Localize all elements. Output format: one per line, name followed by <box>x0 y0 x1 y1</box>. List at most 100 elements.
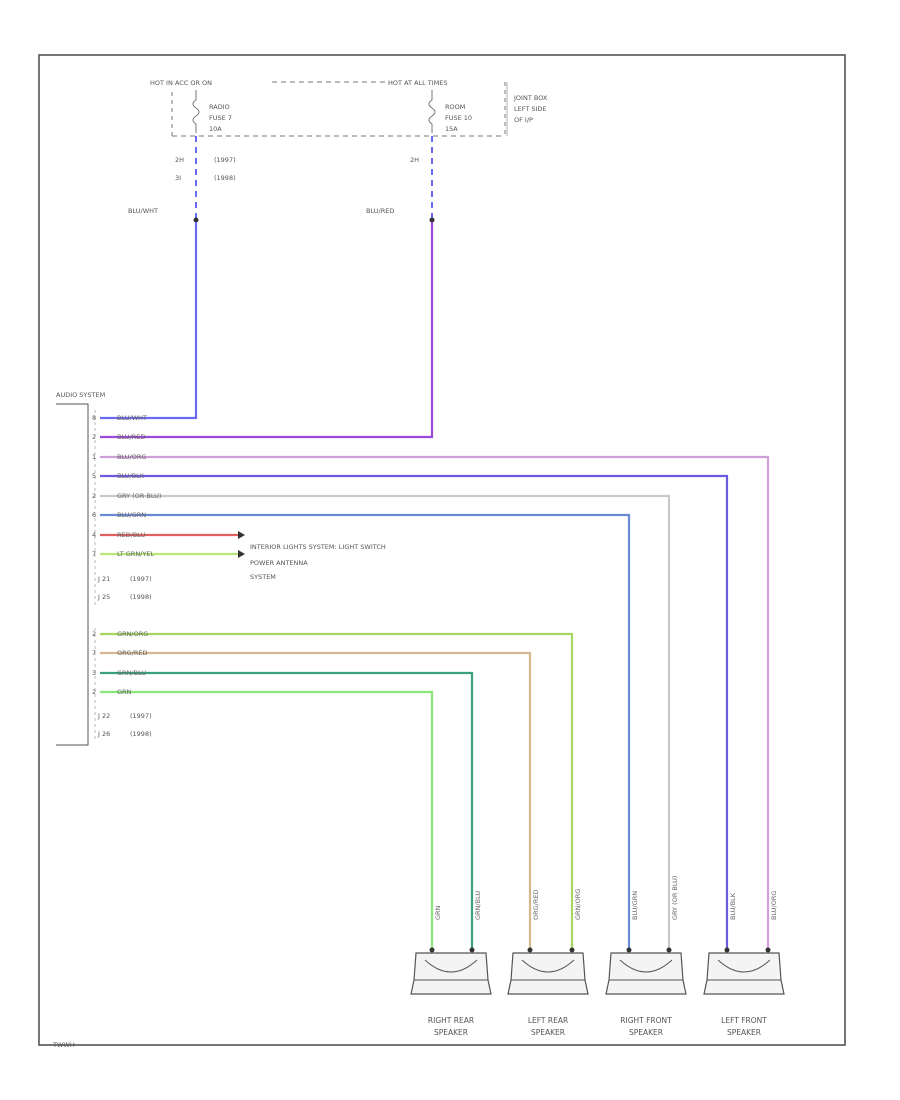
speaker-name-line-1: LEFT REAR <box>528 1016 568 1025</box>
top-pin-2-wire-label: BLU/ORG <box>117 453 146 461</box>
top-pin-6-pin-number: 4 <box>92 531 96 539</box>
bottom-pin-2-wire-label: GRN/BLU <box>117 669 146 677</box>
speaker-name-line-2: SPEAKER <box>434 1028 468 1037</box>
left-pin-2: 3I <box>175 174 181 182</box>
speaker-body <box>410 952 492 995</box>
audio-system: AUDIO SYSTEM J 21 J 25 (1997) (1998) J 2… <box>56 391 386 746</box>
connector-top-year-1: (1997) <box>130 575 152 583</box>
connector-bottom-year-2: (1998) <box>130 730 152 738</box>
diagram-frame <box>38 54 846 1046</box>
footer-code: TWWH <box>52 1041 75 1049</box>
speaker-terminal-b <box>569 947 575 953</box>
junction-box-label-1: JOINT BOX <box>513 94 548 102</box>
left-splice-dot <box>193 217 199 223</box>
top-pin-5-wire-label: BLU/GRN <box>117 511 146 519</box>
radio-fuse-label-2: FUSE 7 <box>209 114 232 122</box>
right-splice-dot <box>429 217 435 223</box>
connector-bottom-id-2: J 26 <box>97 730 110 738</box>
speaker-1: ORG/RED GRN/ORG LEFT REAR SPEAKER <box>507 889 589 1037</box>
speaker-cone <box>521 959 575 973</box>
left-pin-year-1: (1997) <box>214 156 236 164</box>
bottom-pin-1-pin-number: 7 <box>92 649 96 657</box>
room-fuse-symbol <box>428 90 436 133</box>
destination-label-3: SYSTEM <box>250 573 276 581</box>
wire-runs <box>100 222 770 950</box>
junction-box-label-3: OF I/P <box>514 116 533 124</box>
speaker-wire-label-b: GRN/ORG <box>574 889 582 920</box>
speaker-cone <box>424 959 478 973</box>
audio-system-title: AUDIO SYSTEM <box>56 391 105 399</box>
speaker-terminal-a <box>527 947 533 953</box>
bottom-pin-2-pin-number: 3 <box>92 669 96 677</box>
top-pin-4-wire-label: GRY (OR BLU) <box>117 492 161 500</box>
speaker-2: BLU/GRN GRY (OR BLU) RIGHT FRONT SPEAKER <box>605 876 687 1037</box>
top-pin-3-wire-label: BLU/BLK <box>117 472 145 480</box>
audio-unit-outline <box>56 403 89 746</box>
left-power-header: HOT IN ACC OR ON <box>150 79 212 87</box>
bottom-pin-3-pin-number: 2 <box>92 688 96 696</box>
connector-top-year-2: (1998) <box>130 593 152 601</box>
speaker-wire-label-b: GRY (OR BLU) <box>671 876 679 920</box>
top-pin-4-wire <box>100 494 671 950</box>
top-pin-7-pin-number: 7 <box>92 550 96 558</box>
top-pin-5-wire <box>100 513 631 950</box>
bottom-pin-2-wire <box>100 671 474 950</box>
speaker-terminal-a <box>724 947 730 953</box>
bottom-pin-1-wire <box>100 651 532 950</box>
speaker-wire-label-a: GRN <box>434 905 442 920</box>
speaker-terminal-a <box>429 947 435 953</box>
speaker-terminal-a <box>626 947 632 953</box>
right-pin: 2H <box>410 156 419 164</box>
top-pin-1-pin-number: 2 <box>92 433 96 441</box>
connector-bottom-year-1: (1997) <box>130 712 152 720</box>
speaker-terminal-b <box>765 947 771 953</box>
room-fuse-label-1: ROOM <box>445 103 465 111</box>
top-pin-2-pin-number: 1 <box>92 453 96 461</box>
speaker-name-line-1: RIGHT FRONT <box>620 1016 672 1025</box>
room-fuse-label-3: 15A <box>445 125 458 133</box>
speaker-wire-label-a: ORG/RED <box>532 890 540 921</box>
top-pin-2-wire <box>100 455 770 950</box>
top-pin-6-arrow <box>238 531 245 539</box>
destination-label-1: INTERIOR LIGHTS SYSTEM: LIGHT SWITCH <box>250 543 386 551</box>
speaker-body <box>703 952 785 995</box>
bottom-pin-3-wire-label: GRN <box>117 688 132 696</box>
top-pin-6-wire-label: RED/BLU <box>117 531 146 539</box>
top-pin-7-arrow <box>238 550 245 558</box>
connector-top-id-2: J 25 <box>97 593 110 601</box>
right-feed-wire-color: BLU/RED <box>366 207 394 215</box>
connector-top-id-1: J 21 <box>97 575 110 583</box>
radio-fuse-symbol <box>192 90 200 133</box>
speaker-cone <box>717 959 771 973</box>
radio-fuse-label-1: RADIO <box>209 103 230 111</box>
bottom-pin-0-wire <box>100 632 574 950</box>
speaker-3: BLU/BLK BLU/ORG LEFT FRONT SPEAKER <box>703 891 785 1037</box>
radio-fuse-label-3: 10A <box>209 125 222 133</box>
speaker-terminal-b <box>469 947 475 953</box>
top-pin-3-pin-number: 5 <box>92 472 96 480</box>
bottom-pin-1-wire-label: ORG/RED <box>117 649 148 657</box>
left-feed-wire-color: BLU/WHT <box>128 207 158 215</box>
speaker-name-line-2: SPEAKER <box>531 1028 565 1037</box>
speaker-wire-label-a: BLU/BLK <box>729 892 737 920</box>
left-pin-1: 2H <box>175 156 184 164</box>
speaker-wire-label-a: BLU/GRN <box>631 891 639 920</box>
speaker-name-line-1: LEFT FRONT <box>721 1016 767 1025</box>
speaker-terminal-b <box>666 947 672 953</box>
speaker-name-line-1: RIGHT REAR <box>428 1016 474 1025</box>
top-pin-5-pin-number: 6 <box>92 511 96 519</box>
speaker-name-line-2: SPEAKER <box>727 1028 761 1037</box>
top-pin-4-pin-number: 2 <box>92 492 96 500</box>
top-pin-3-wire <box>100 474 729 950</box>
right-power-header: HOT AT ALL TIMES <box>388 79 448 87</box>
speaker-wire-label-b: BLU/ORG <box>770 891 778 920</box>
top-pin-7-wire-label: LT GRN/YEL <box>117 550 154 558</box>
power-section: HOT IN ACC OR ON HOT AT ALL TIMES JOINT … <box>128 79 548 223</box>
speaker-name-line-2: SPEAKER <box>629 1028 663 1037</box>
top-pin-0-wire <box>100 222 198 420</box>
top-pin-0-pin-number: 8 <box>92 414 96 422</box>
bottom-pin-3-wire <box>100 690 434 950</box>
